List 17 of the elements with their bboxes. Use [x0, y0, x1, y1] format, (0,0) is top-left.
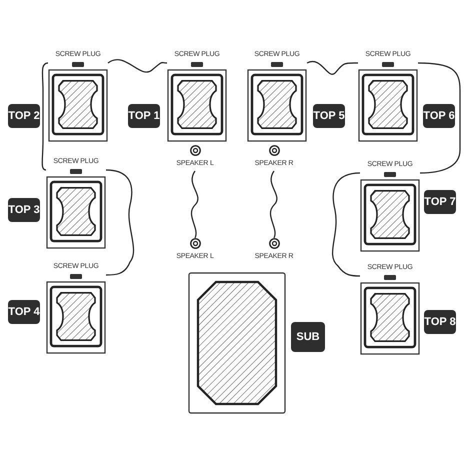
speaker-tag: SUB: [291, 322, 325, 352]
speaker-tag: TOP 6: [423, 104, 455, 128]
speaker-tag: TOP 5: [313, 104, 345, 128]
cable: [42, 62, 48, 171]
speaker-tag: TOP 7: [424, 190, 456, 214]
cable: [108, 59, 168, 73]
cable: [332, 172, 360, 277]
cable: [106, 169, 134, 276]
cable: [306, 61, 358, 75]
speaker-tag: TOP 3: [8, 198, 40, 222]
cable: [190, 170, 198, 238]
cable: [418, 62, 461, 174]
speaker-tag: TOP 2: [8, 104, 40, 128]
speaker-tag: TOP 8: [424, 310, 456, 334]
speaker-tag: TOP 1: [128, 104, 160, 128]
speaker-tag: TOP 4: [8, 300, 40, 324]
cable: [270, 170, 278, 238]
